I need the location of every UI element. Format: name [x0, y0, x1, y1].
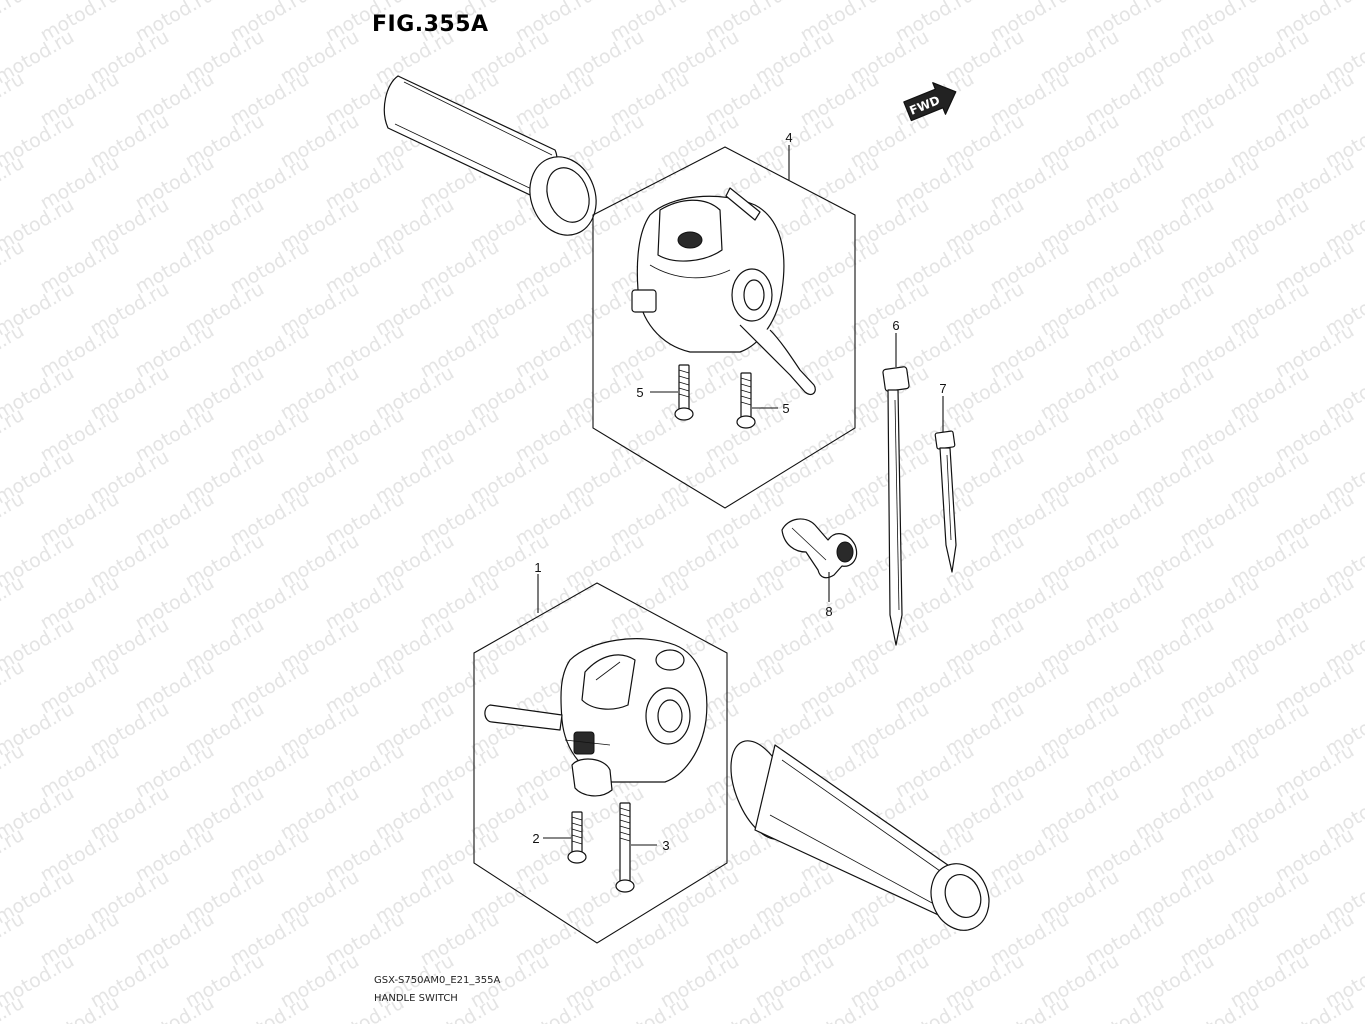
watermark-text: motod.ru [0, 824, 28, 887]
figure-title: FIG.355A [372, 12, 489, 37]
watermark-text: motod.ru [797, 992, 883, 1024]
watermark-text: motod.ru [0, 404, 28, 467]
watermark-text: motod.ru [702, 992, 788, 1024]
watermark-text: motod.ru [37, 992, 123, 1024]
watermark-text: motod.ru [0, 740, 28, 803]
watermark-text: motod.ru [1177, 992, 1263, 1024]
callout-3: 3 [662, 838, 669, 853]
callout-2: 2 [532, 831, 539, 846]
watermark-text: motod.ru [0, 236, 28, 299]
callout-7: 7 [939, 381, 946, 396]
watermark-text: motod.ru [1082, 992, 1168, 1024]
callout-5-left: 5 [636, 385, 643, 400]
watermark-text: motod.ru [0, 908, 28, 971]
watermark-text: motod.ru [227, 992, 313, 1024]
watermark-text: motod.ru [607, 992, 693, 1024]
callout-1: 1 [534, 560, 541, 575]
watermark-text: motod.ru [987, 992, 1073, 1024]
callout-6: 6 [892, 318, 899, 333]
callout-4: 4 [785, 130, 792, 145]
watermark-text: motod.ru [892, 992, 978, 1024]
watermark-text: motod.ru [512, 992, 598, 1024]
watermark-text: motod.ru [0, 68, 28, 131]
watermark-text: motod.ru [132, 992, 218, 1024]
watermark-text: motod.ru [0, 572, 28, 635]
watermark-text: motod.ru [0, 152, 28, 215]
figure-name: HANDLE SWITCH [374, 993, 458, 1004]
callout-5-right: 5 [782, 401, 789, 416]
watermark-text: motod.ru [0, 0, 28, 46]
watermark-text: motod.ru [0, 320, 28, 383]
watermark-text: motod.ru [1272, 992, 1358, 1024]
watermark-text: motod.ru [0, 656, 28, 719]
cable-tie-6 [883, 366, 910, 645]
right-handle-switch [485, 639, 707, 796]
watermark-text: motod.ru [0, 488, 28, 551]
figure-code: GSX-S750AM0_E21_355A [374, 975, 500, 986]
callout-8: 8 [825, 604, 832, 619]
cable-tie-7 [935, 431, 956, 572]
